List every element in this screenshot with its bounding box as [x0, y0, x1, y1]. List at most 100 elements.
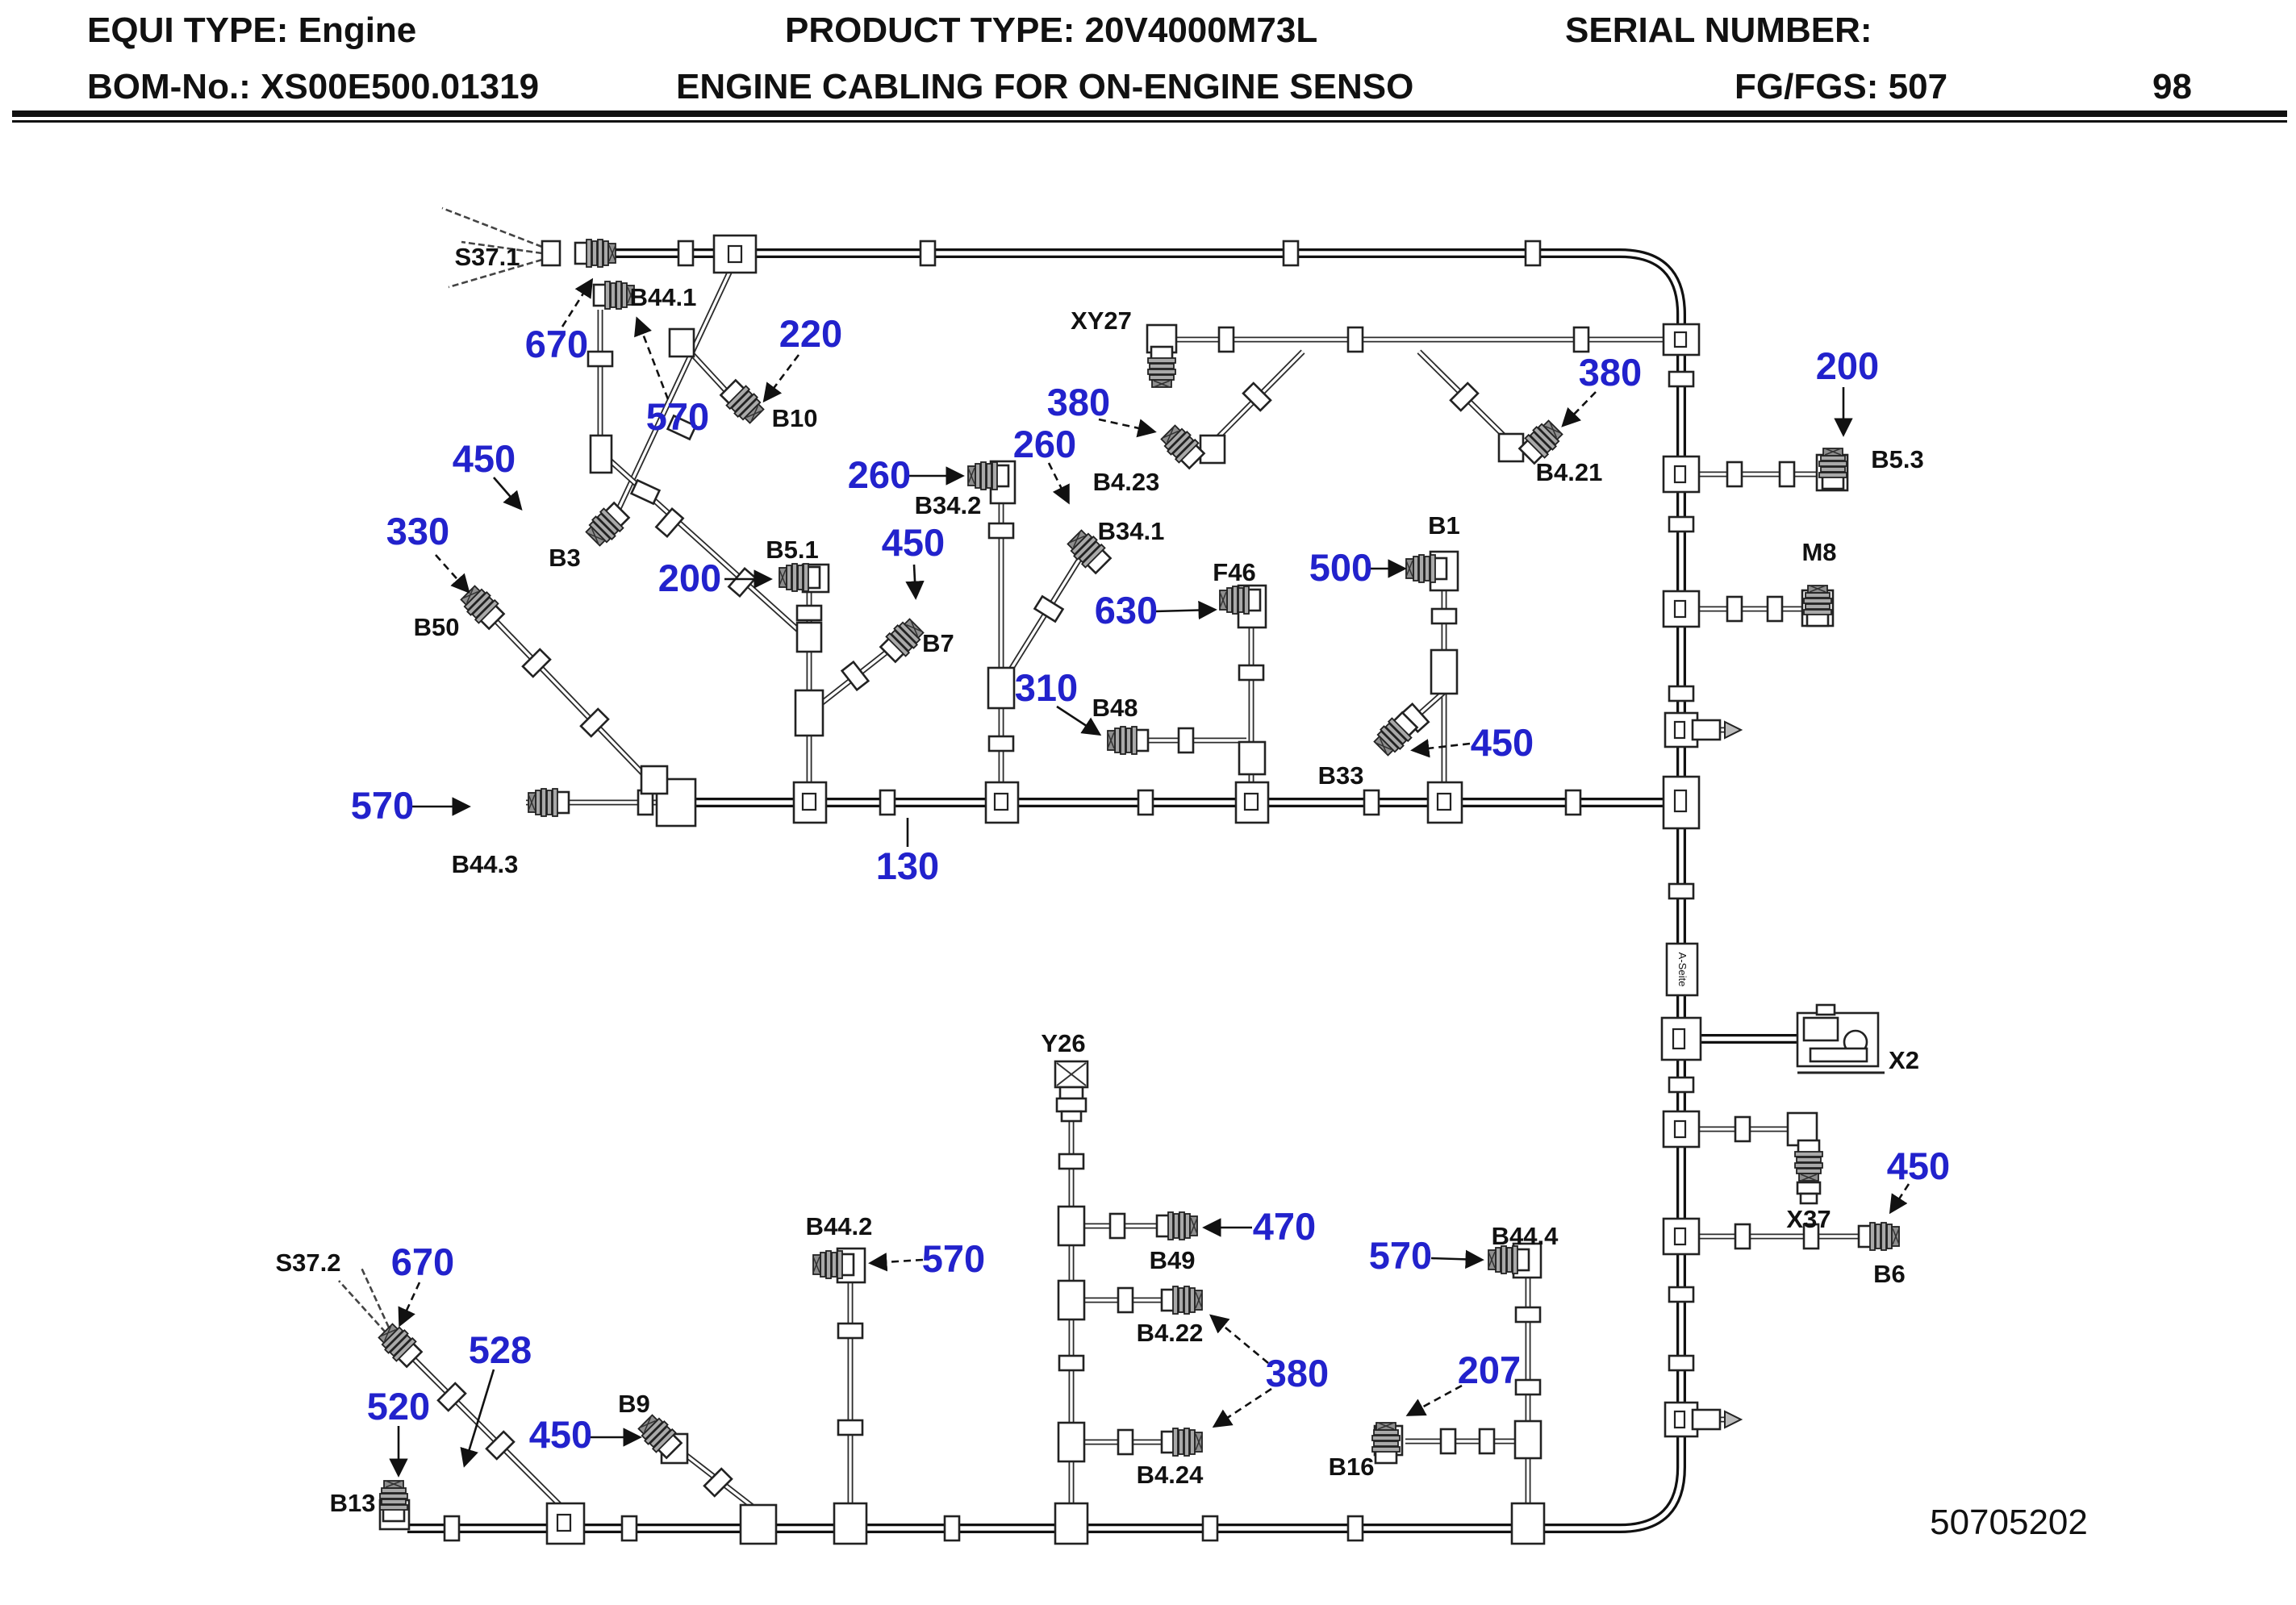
xy27-connector	[1146, 345, 1177, 389]
stub-top-body	[1691, 719, 1722, 741]
b4_22-connector	[1160, 1285, 1204, 1315]
label-b3: B3	[549, 544, 581, 572]
arrow-670-s37_2	[398, 1282, 421, 1328]
arrow-380-b4_24	[1212, 1387, 1272, 1428]
len-b6: 450	[1887, 1144, 1950, 1187]
b34-join-sleeve	[987, 666, 1016, 710]
b44_3-connector	[527, 787, 570, 818]
b48-connector	[1106, 725, 1150, 756]
couplings	[436, 240, 1820, 1542]
bus-tee-b1	[1426, 781, 1463, 824]
bus-tee-f46	[1234, 781, 1270, 824]
trunk-tee-b9	[739, 1503, 778, 1545]
f46-connector	[1218, 585, 1262, 615]
arrow-450-b7	[905, 564, 925, 600]
b48-tee	[1238, 740, 1267, 776]
b10-connector	[717, 377, 768, 427]
len-b44_3: 570	[351, 784, 414, 827]
b34_2-connector	[966, 461, 1010, 491]
arrow-380-b4_22	[1209, 1314, 1269, 1365]
label-b4_23: B4.23	[1093, 468, 1160, 496]
len-b4_23: 380	[1047, 381, 1110, 423]
m8-connector	[1802, 584, 1833, 627]
arrow-220-b10	[762, 354, 800, 403]
label-b34_1: B34.1	[1098, 517, 1165, 545]
bom-no: BOM-No.: XS00E500.01319	[87, 67, 539, 106]
len-s37_1: 670	[525, 323, 588, 365]
leader-arrows	[389, 277, 1910, 1478]
label-s37_2: S37.2	[275, 1249, 340, 1277]
b3-connector	[582, 499, 632, 550]
s37_2-wires	[338, 1280, 386, 1333]
y26-tee-b4_22	[1057, 1279, 1086, 1321]
arrow-528-trunk	[460, 1369, 495, 1468]
label-b4_21: B4.21	[1536, 458, 1603, 486]
len-b44_1: 570	[646, 395, 709, 438]
trunk-tee-s37_2	[545, 1502, 586, 1545]
header: EQUI TYPE: Engine BOM-No.: XS00E500.0131…	[12, 10, 2287, 123]
trunk-tee-y26	[1054, 1502, 1089, 1545]
label-b5_3: B5.3	[1871, 445, 1923, 473]
tee-x2	[1660, 1016, 1702, 1061]
tee-b6	[1662, 1217, 1701, 1256]
length-labels: 670 450 570 220 330 200 450 260 260 630 …	[351, 312, 1950, 1456]
label-b44_1: B44.1	[630, 283, 697, 311]
label-b6: B6	[1873, 1260, 1906, 1288]
arrow-450-b33	[1410, 739, 1471, 758]
b6-connector	[1857, 1221, 1901, 1252]
label-m8: M8	[1801, 538, 1836, 566]
blind-plug-top	[1724, 721, 1742, 739]
bus-tee-b34	[984, 781, 1020, 824]
len-b4_21: 380	[1579, 351, 1642, 394]
marker-plate	[1665, 942, 1699, 997]
serial-number: SERIAL NUMBER:	[1565, 10, 1872, 50]
arrow-450-b6	[1889, 1183, 1910, 1215]
label-x2: X2	[1889, 1046, 1919, 1074]
b4_24-connector	[1160, 1427, 1204, 1457]
stub-bottom-body	[1691, 1408, 1722, 1431]
label-b50: B50	[414, 613, 460, 641]
label-b16: B16	[1329, 1453, 1375, 1481]
b44_1-bend-sleeve	[589, 434, 613, 474]
b4_21-elbow	[1497, 432, 1525, 463]
page-number: 98	[2152, 67, 2192, 106]
drawing-title: ENGINE CABLING FOR ON-ENGINE SENSO	[676, 67, 1413, 106]
tee-b5_3	[1662, 455, 1701, 494]
len-b44_2: 570	[922, 1237, 985, 1280]
len-s37_2: 670	[391, 1240, 454, 1283]
b33-split-sleeve	[1430, 648, 1459, 695]
len-b5_1: 200	[658, 557, 721, 599]
len-b5_3: 200	[1816, 344, 1879, 387]
y26-tee-b4_24	[1057, 1421, 1086, 1463]
len-bus: 130	[876, 844, 939, 887]
arrow-570-b44_4	[1430, 1249, 1484, 1269]
b44_4-tee-b16	[1513, 1419, 1542, 1460]
bus-tee-b5_1	[792, 781, 828, 824]
len-b13: 520	[367, 1385, 430, 1428]
label-xy27: XY27	[1071, 306, 1132, 335]
fg-fgs: FG/FGS: 507	[1735, 67, 1947, 106]
len-b3: 450	[453, 437, 516, 480]
len-b34_1: 260	[1013, 423, 1076, 465]
b1-connector	[1405, 553, 1448, 584]
b44_1-join-sleeve	[795, 621, 823, 653]
x37-connector-tip	[1796, 1181, 1822, 1205]
junction-j1	[712, 234, 758, 274]
label-b49: B49	[1150, 1246, 1196, 1274]
label-s37_1: S37.1	[454, 243, 520, 271]
product-type: PRODUCT TYPE: 20V4000M73L	[785, 10, 1317, 50]
drawing-number: 50705202	[1930, 1503, 2088, 1542]
equi-type: EQUI TYPE: Engine	[87, 10, 416, 50]
b44_1-connector	[592, 280, 636, 311]
arrow-570-b44_2	[868, 1253, 924, 1272]
len-b16: 207	[1458, 1349, 1521, 1391]
label-b34_2: B34.2	[915, 491, 982, 519]
junction-xy27-trunk	[1662, 323, 1701, 356]
b5_1-connector	[778, 562, 821, 593]
b7-connector	[877, 615, 928, 665]
arrow-380-b4_23	[1098, 418, 1157, 438]
label-b10: B10	[772, 404, 818, 432]
label-f46: F46	[1213, 558, 1255, 586]
trunk-marker-text: A-Seite	[1676, 953, 1689, 987]
len-b49: 470	[1253, 1205, 1316, 1248]
